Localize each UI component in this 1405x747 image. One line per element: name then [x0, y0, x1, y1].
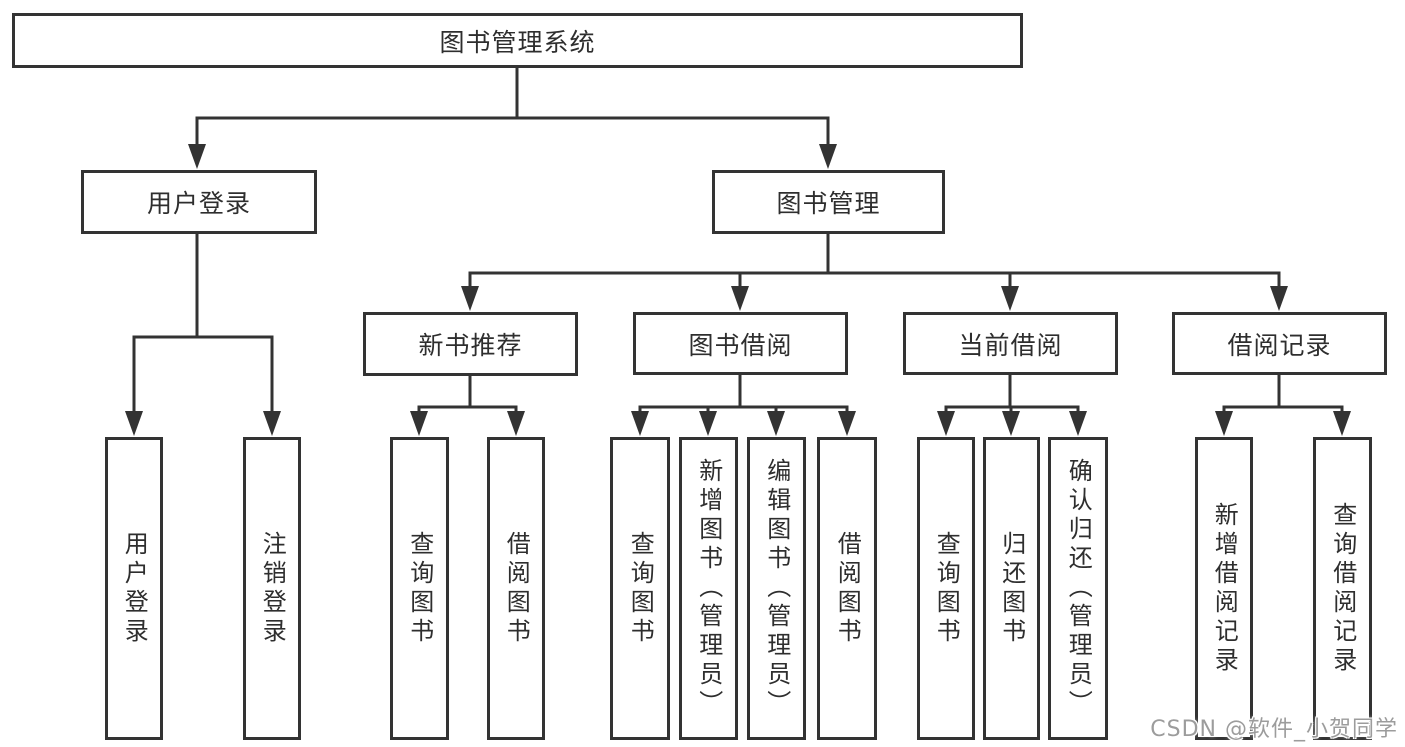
node-leaf-edit-books-admin: 编辑图书（管理员） — [747, 437, 806, 740]
connector-book-borrow-to-leaves — [638, 374, 849, 420]
node-label: 借阅图书 — [502, 530, 531, 647]
arrowheads — [125, 144, 1351, 436]
connector-user-login-to-leaves — [132, 232, 274, 420]
node-label: 查询借阅记录 — [1328, 501, 1357, 676]
node-label: 图书借阅 — [688, 330, 793, 360]
node-new-book-recommend: 新书推荐 — [363, 312, 578, 376]
node-leaf-user-login: 用户登录 — [105, 437, 163, 740]
node-leaf-logout: 注销登录 — [243, 437, 301, 740]
node-leaf-query-borrow-record: 查询借阅记录 — [1313, 437, 1372, 740]
node-leaf-add-books-admin: 新增图书（管理员） — [679, 437, 738, 740]
node-leaf-query-books-1: 查询图书 — [390, 437, 449, 740]
node-leaf-query-books-2: 查询图书 — [610, 437, 670, 740]
node-label: 新增借阅记录 — [1210, 501, 1239, 676]
node-label: 新增图书（管理员） — [694, 458, 723, 719]
connector-borrow-records-to-leaves — [1222, 374, 1344, 420]
node-label: 确认归还（管理员） — [1064, 458, 1093, 719]
node-book-management-branch: 图书管理 — [712, 170, 945, 234]
node-leaf-return-books: 归还图书 — [983, 437, 1040, 740]
node-label: 编辑图书（管理员） — [762, 458, 791, 719]
node-borrowing-records: 借阅记录 — [1172, 312, 1387, 375]
node-book-borrowing: 图书借阅 — [633, 312, 848, 375]
node-label: 当前借阅 — [958, 330, 1063, 360]
node-label: 注销登录 — [258, 530, 287, 647]
node-label: 查询图书 — [405, 530, 434, 647]
node-user-login-branch: 用户登录 — [81, 170, 317, 234]
node-leaf-query-books-3: 查询图书 — [917, 437, 975, 740]
node-leaf-confirm-return-admin: 确认归还（管理员） — [1048, 437, 1108, 740]
node-label: 用户登录 — [146, 189, 251, 218]
node-leaf-borrow-books-2: 借阅图书 — [817, 437, 877, 740]
node-current-borrowing: 当前借阅 — [903, 312, 1118, 375]
connector-book-mgmt-to-modules — [468, 232, 1281, 294]
node-leaf-add-borrow-record: 新增借阅记录 — [1195, 437, 1253, 740]
node-label: 借阅记录 — [1227, 330, 1332, 360]
node-label: 查询图书 — [932, 530, 961, 647]
node-label: 用户登录 — [120, 530, 149, 647]
node-label: 图书管理 — [776, 189, 881, 218]
node-book-management-system: 图书管理系统 — [12, 13, 1023, 68]
node-label: 图书管理系统 — [439, 27, 596, 57]
csdn-watermark: CSDN @软件_小贺同学 — [1150, 717, 1398, 742]
connector-root-to-level2 — [195, 66, 830, 150]
connector-new-book-rec-to-leaves — [417, 374, 518, 420]
node-leaf-borrow-books-1: 借阅图书 — [487, 437, 545, 740]
node-label: 查询图书 — [626, 530, 655, 647]
node-label: 新书推荐 — [418, 331, 523, 360]
node-label: 归还图书 — [997, 530, 1026, 647]
node-label: 借阅图书 — [833, 530, 862, 647]
